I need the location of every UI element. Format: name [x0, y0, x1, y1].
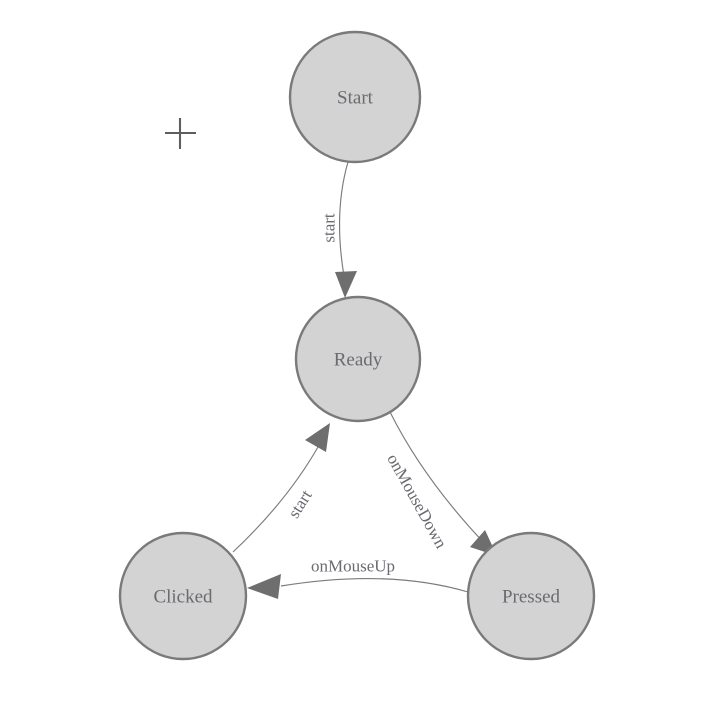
node-ready-label: Ready: [334, 350, 383, 371]
node-start-label: Start: [337, 88, 374, 109]
crosshair-icon: [165, 118, 196, 149]
node-clicked[interactable]: Clicked: [118, 531, 248, 661]
edge-start-to-ready-path: [338, 161, 349, 277]
node-start-circle[interactable]: [288, 30, 422, 164]
node-pressed-circle[interactable]: [466, 531, 596, 661]
node-pressed-label: Pressed: [502, 587, 561, 608]
node-pressed[interactable]: Pressed: [466, 531, 596, 661]
edge-ready-to-pressed-label: onMouseDown: [383, 451, 451, 552]
node-clicked-label: Clicked: [153, 587, 213, 608]
edge-clicked-to-ready-label: start: [284, 486, 316, 521]
edge-ready-to-pressed-path: [389, 411, 487, 546]
edge-clicked-to-ready-arrowhead: [305, 423, 330, 452]
edge-pressed-to-clicked-arrowhead: [247, 574, 281, 599]
edge-clicked-to-ready-path: [232, 446, 319, 553]
node-ready[interactable]: Ready: [294, 295, 422, 423]
edge-pressed-to-clicked-label: onMouseUp: [311, 557, 395, 576]
node-start[interactable]: Start: [288, 30, 422, 164]
node-ready-circle[interactable]: [294, 295, 422, 423]
edge-start-to-ready-label: start: [320, 213, 339, 243]
edge-clicked-to-ready[interactable]: start: [232, 423, 330, 553]
edge-start-to-ready-arrowhead: [335, 271, 357, 298]
node-clicked-circle[interactable]: [118, 531, 248, 661]
edge-pressed-to-clicked-path: [280, 577, 469, 593]
edge-pressed-to-clicked[interactable]: onMouseUp: [247, 557, 469, 600]
edge-start-to-ready[interactable]: start: [320, 161, 358, 298]
edge-ready-to-pressed[interactable]: onMouseDown: [383, 411, 497, 556]
